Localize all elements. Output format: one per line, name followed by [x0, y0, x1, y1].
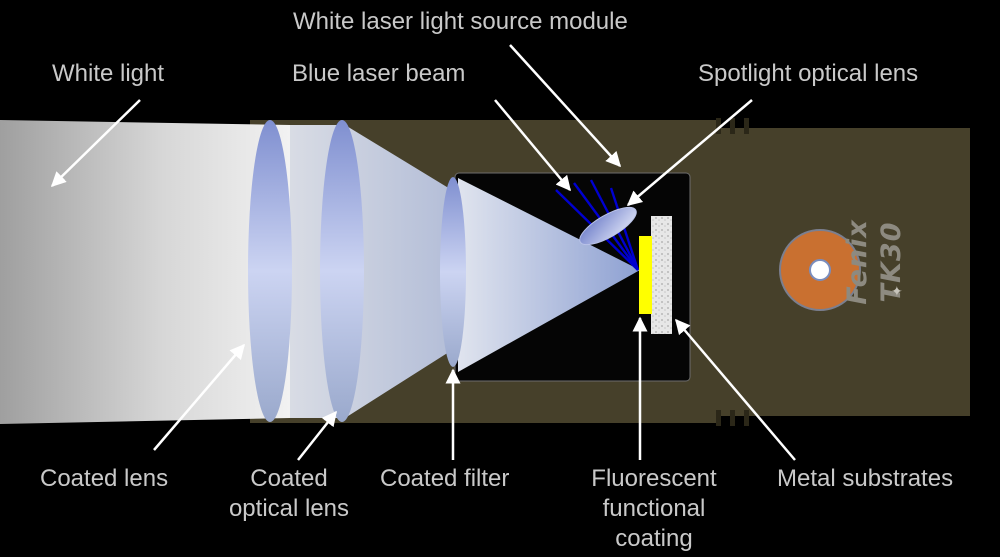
spotlight-optical-lens — [579, 206, 637, 246]
label-metal-substrates: Metal substrates — [777, 465, 954, 492]
label-fluorescent-line1: Fluorescent — [591, 465, 717, 492]
label-coated-optical-lens: Coated optical lens — [216, 464, 362, 524]
label-spotlight-optical-lens: Spotlight optical lens — [698, 60, 919, 87]
brand-star-icon: ✦ — [891, 283, 903, 299]
label-coated-lens: Coated lens — [40, 465, 169, 492]
label-fluorescent-line3: coating — [615, 525, 693, 552]
module-light-cone — [458, 178, 640, 372]
coated-filter — [440, 177, 466, 367]
fluorescent-coating — [639, 236, 652, 314]
callout-arrows — [50, 44, 796, 461]
side-switch-button — [779, 229, 861, 311]
label-coated-optical-lens-line2: optical lens — [228, 495, 350, 522]
label-coated-filter: Coated filter — [380, 465, 510, 492]
label-white-laser-module: White laser light source module — [293, 8, 628, 35]
label-fluorescent-coating: Fluorescent functional coating — [578, 464, 730, 554]
brand-logo-text: Fenix TK30 — [842, 219, 907, 305]
coated-lens — [248, 120, 292, 422]
label-coated-optical-lens-line1: Coated — [250, 465, 328, 492]
coated-optical-lens — [320, 120, 364, 422]
label-fluorescent-line2: functional — [602, 495, 706, 522]
white-light-beam — [0, 120, 290, 424]
label-white-light: White light — [52, 60, 165, 87]
metal-substrate — [651, 216, 672, 334]
label-blue-laser-beam: Blue laser beam — [292, 60, 466, 87]
